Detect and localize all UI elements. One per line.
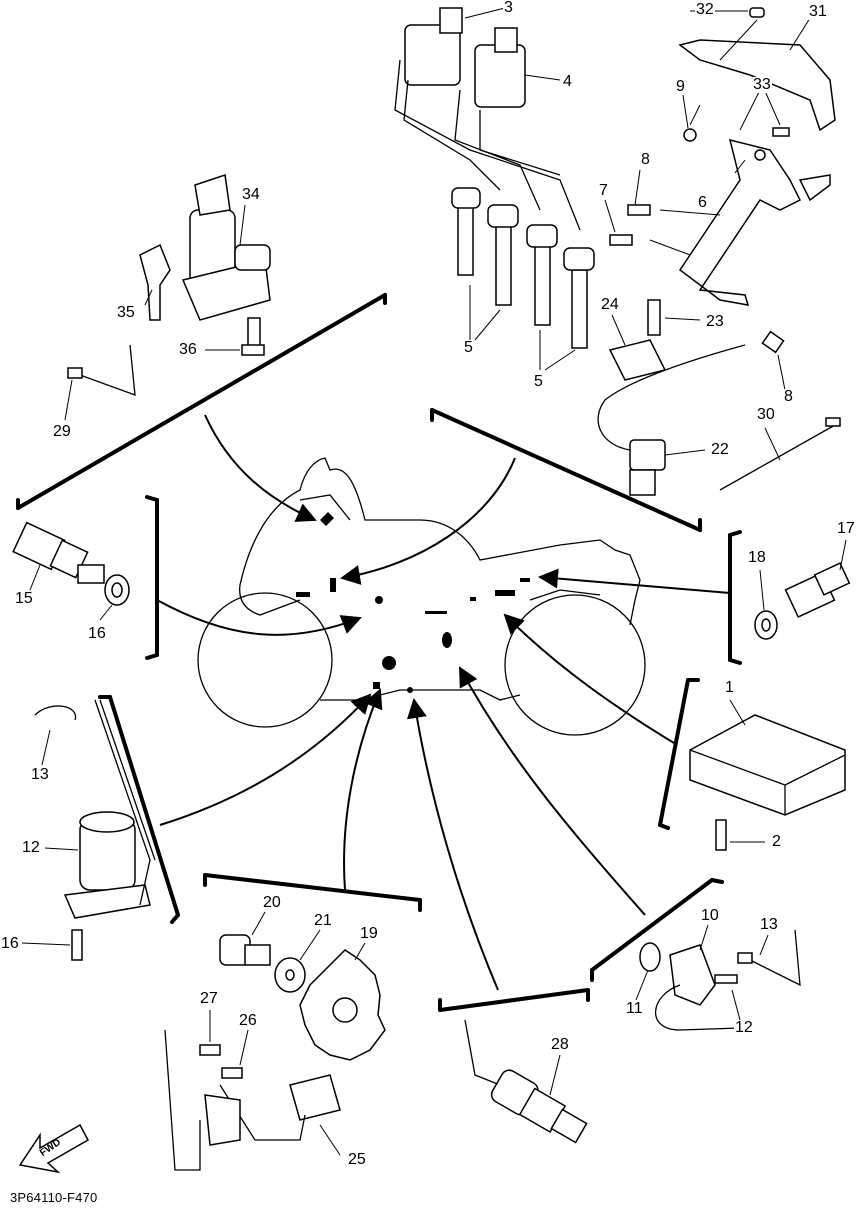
o2-sensor-group <box>464 1019 588 1144</box>
sensor-17-group <box>12 521 130 621</box>
fwd-arrow-icon <box>18 1123 90 1174</box>
sensor-10-group <box>635 924 801 1031</box>
bracket-assembly <box>604 7 836 391</box>
motorcycle-outline <box>197 457 646 736</box>
sensor-24-group <box>597 299 841 496</box>
leader-arrows <box>156 414 731 991</box>
ecu-group <box>689 699 846 851</box>
main-switch-group <box>64 174 271 421</box>
sensor-27-group <box>164 1010 341 1171</box>
sprocket-group <box>219 911 386 1061</box>
sensor-19-group <box>754 539 851 640</box>
servo-motor-group <box>21 699 156 961</box>
component-markers <box>296 512 530 693</box>
ignition-coil-assembly <box>394 7 595 371</box>
group-brackets <box>16 293 742 1012</box>
